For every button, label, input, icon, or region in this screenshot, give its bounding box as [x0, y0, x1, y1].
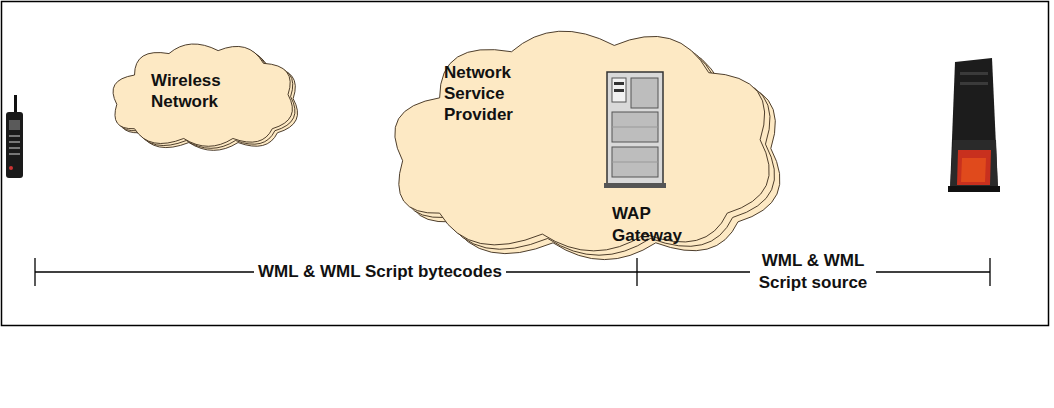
span-label: WML & WML Script source: [750, 250, 876, 294]
span-tick: [34, 258, 35, 286]
span-tick: [636, 258, 637, 286]
gateway-server: [604, 72, 666, 188]
cloud-outline: [378, 14, 806, 276]
network-cloud: Network Service Provider: [378, 14, 806, 276]
gateway-label: WAP Gateway: [612, 203, 694, 247]
span-label: WML & WML Script bytecodes: [254, 261, 506, 283]
cloud-label: Network Service Provider: [444, 62, 540, 125]
frame-border: [2, 2, 1049, 326]
span-tick: [989, 258, 990, 286]
mobile-phone: [6, 95, 23, 178]
network-cloud: Wireless Network: [105, 36, 310, 158]
web-server: [948, 58, 1000, 192]
cloud-label: Wireless Network: [151, 70, 261, 112]
